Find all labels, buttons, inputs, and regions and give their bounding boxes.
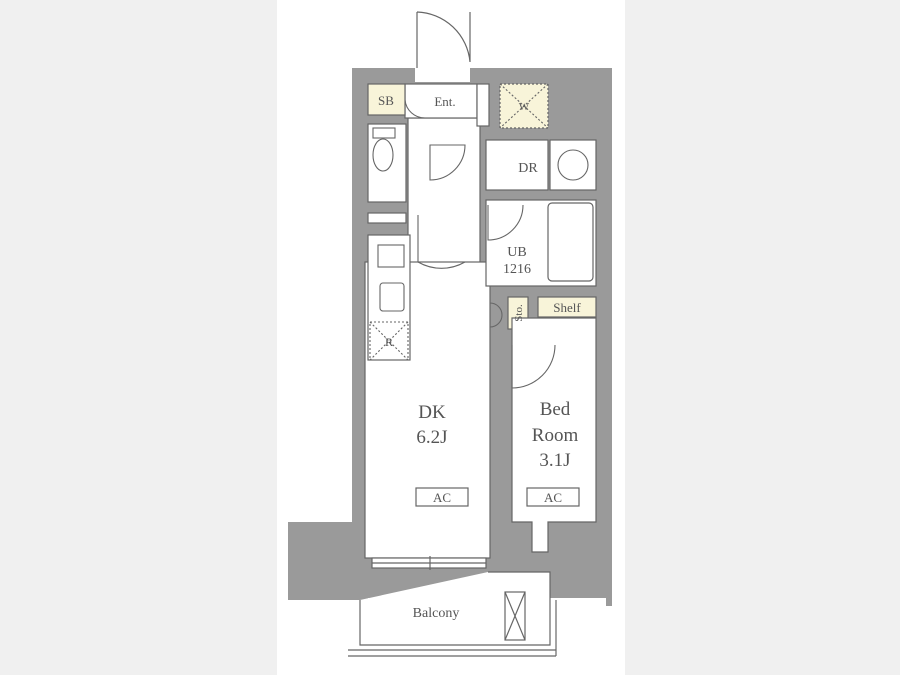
closet-slot bbox=[367, 212, 407, 224]
toilet-tank-icon bbox=[372, 127, 396, 139]
corridor bbox=[407, 117, 481, 269]
shoe-rack bbox=[476, 83, 490, 127]
stove-icon bbox=[377, 244, 405, 268]
ac-unit-dk bbox=[415, 487, 469, 507]
label-sb: SB bbox=[378, 93, 394, 108]
front-door bbox=[415, 11, 471, 82]
label-dressing: DR bbox=[518, 161, 538, 176]
kitchen-counter bbox=[367, 234, 411, 361]
door-bedroom[interactable] bbox=[511, 344, 556, 389]
washbasin bbox=[549, 139, 597, 191]
ac-unit-bedroom bbox=[526, 487, 580, 507]
label-balcony: Balcony bbox=[413, 606, 460, 621]
washbasin-bowl-icon bbox=[557, 149, 589, 181]
door-corridor[interactable] bbox=[417, 215, 466, 269]
room-entrance bbox=[404, 83, 478, 119]
label-bedroom-1: Bed bbox=[540, 399, 571, 420]
labels: SB Ent. W DR UB 1216 Sto. Shelf R DK 6.2… bbox=[378, 93, 581, 621]
label-shelf: Shelf bbox=[553, 300, 581, 315]
sink-icon bbox=[379, 282, 405, 312]
label-ac-dk: AC bbox=[433, 490, 451, 505]
door-ent-sb[interactable] bbox=[404, 99, 426, 119]
label-bath: UB bbox=[507, 245, 526, 260]
label-bedroom-2: Room bbox=[532, 425, 579, 446]
door-storage[interactable] bbox=[489, 302, 503, 328]
label-washer: W bbox=[519, 101, 530, 113]
toilet-icon bbox=[372, 138, 394, 172]
shelf bbox=[537, 296, 597, 318]
room-sb bbox=[367, 83, 406, 116]
balcony bbox=[359, 571, 551, 646]
label-dk-size: 6.2J bbox=[416, 427, 447, 448]
label-bedroom-size: 3.1J bbox=[539, 450, 570, 471]
bathtub bbox=[547, 202, 594, 282]
door-toilet[interactable] bbox=[429, 144, 466, 181]
room-dressing bbox=[485, 139, 549, 191]
label-entrance: Ent. bbox=[434, 94, 455, 109]
label-fridge: R bbox=[385, 335, 393, 349]
door-bath[interactable] bbox=[487, 204, 524, 241]
label-bath-size: 1216 bbox=[503, 262, 531, 277]
room-dk bbox=[364, 261, 491, 559]
room-toilet bbox=[367, 123, 407, 203]
label-ac-bedroom: AC bbox=[544, 490, 562, 505]
label-dk: DK bbox=[418, 402, 446, 423]
fridge-space bbox=[369, 321, 409, 361]
label-storage: Sto. bbox=[513, 304, 525, 322]
